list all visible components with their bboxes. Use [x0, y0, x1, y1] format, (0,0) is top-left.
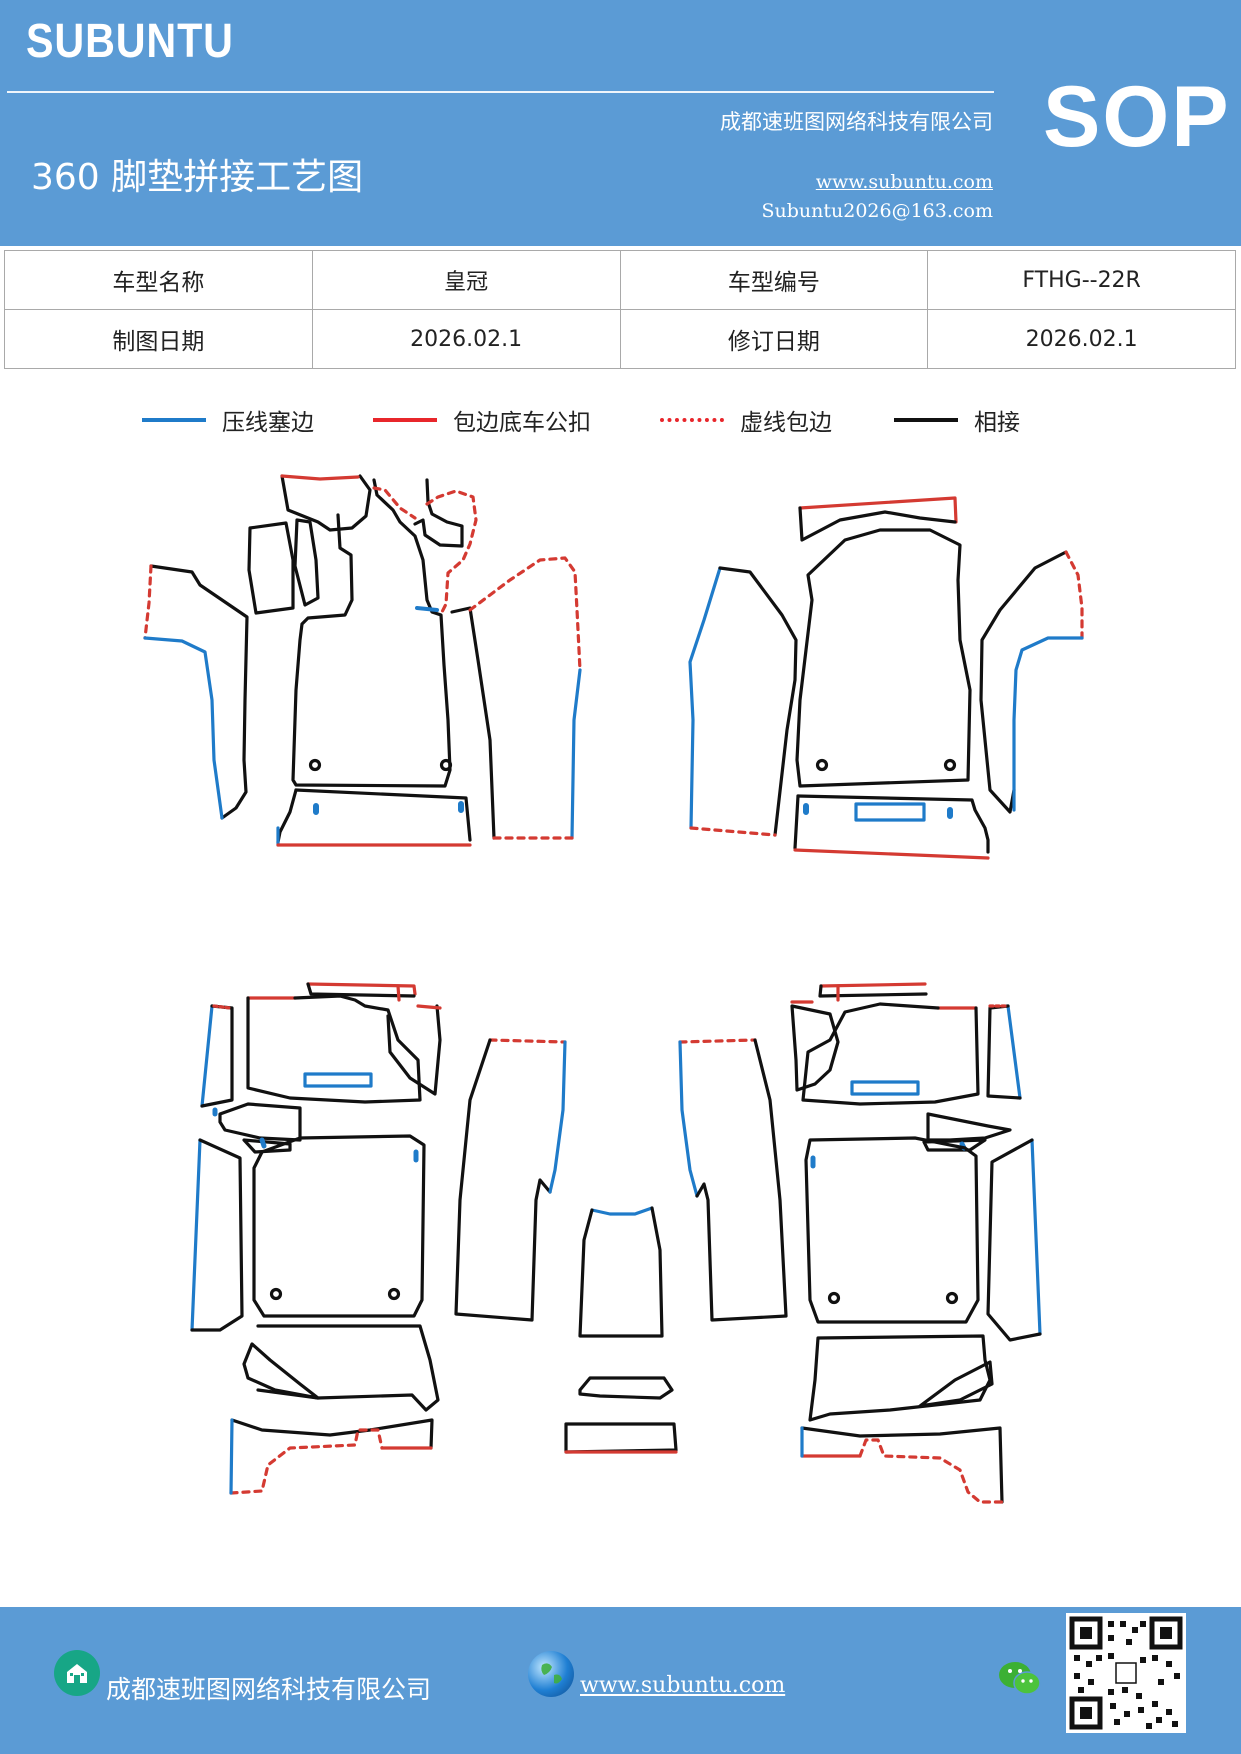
legend-item-red: 包边底车公扣	[373, 400, 591, 440]
rear-right-mat-group	[678, 982, 1042, 1504]
legend-item-blue: 压线塞边	[142, 400, 314, 440]
front-right-mat-group	[688, 496, 1084, 860]
brand-logo: SUBUNTU	[26, 15, 234, 68]
legend-swatch-red-dotted	[660, 418, 724, 422]
revision-date-value: 2026.02.1	[927, 309, 1236, 369]
company-name: 成都速班图网络科技有限公司	[720, 110, 993, 134]
legend-item-black: 相接	[894, 400, 1020, 440]
model-code-label: 车型编号	[619, 250, 929, 310]
legend-label: 包边底车公扣	[453, 410, 591, 436]
document-title: 360 脚垫拼接工艺图	[31, 157, 364, 198]
model-name-label: 车型名称	[4, 250, 313, 310]
rear-left-mat-group	[190, 982, 567, 1495]
footer-company-name: 成都速班图网络科技有限公司	[106, 1675, 432, 1704]
legend-label: 虚线包边	[740, 410, 832, 436]
globe-icon	[528, 1651, 574, 1697]
page-header: SUBUNTU 360 脚垫拼接工艺图 成都速班图网络科技有限公司 www.su…	[0, 0, 1241, 246]
legend-swatch-black	[894, 418, 958, 422]
model-code-value: FTHG--22R	[927, 250, 1236, 310]
home-icon	[54, 1650, 100, 1696]
legend-label: 压线塞边	[222, 410, 314, 436]
front-left-mat-group	[143, 474, 582, 847]
model-name-value: 皇冠	[311, 250, 621, 310]
footer-website-link[interactable]: www.subuntu.com	[580, 1673, 786, 1698]
website-link[interactable]: www.subuntu.com	[815, 171, 993, 193]
drawing-date-value: 2026.02.1	[311, 309, 621, 369]
header-divider	[7, 91, 994, 93]
sop-badge: SOP	[1043, 69, 1231, 165]
page-footer: 成都速班图网络科技有限公司 www.subuntu.com	[0, 1607, 1241, 1754]
email-address: Subuntu2026@163.com	[761, 200, 993, 222]
drawing-date-label: 制图日期	[4, 309, 313, 369]
table-row: 车型名称 皇冠 车型编号 FTHG--22R	[4, 250, 1236, 310]
legend-item-red-dotted: 虚线包边	[660, 400, 832, 440]
wechat-icon	[996, 1655, 1044, 1701]
revision-date-label: 修订日期	[619, 309, 929, 369]
legend-swatch-blue	[142, 418, 206, 422]
qr-code[interactable]	[1066, 1613, 1186, 1733]
legend-swatch-red	[373, 418, 437, 422]
center-tunnel-group	[564, 1206, 678, 1454]
vehicle-info-table: 车型名称 皇冠 车型编号 FTHG--22R 制图日期 2026.02.1 修订…	[4, 250, 1236, 369]
table-row: 制图日期 2026.02.1 修订日期 2026.02.1	[4, 309, 1236, 369]
legend-label: 相接	[974, 410, 1020, 436]
floor-mat-diagram	[143, 474, 1084, 1504]
